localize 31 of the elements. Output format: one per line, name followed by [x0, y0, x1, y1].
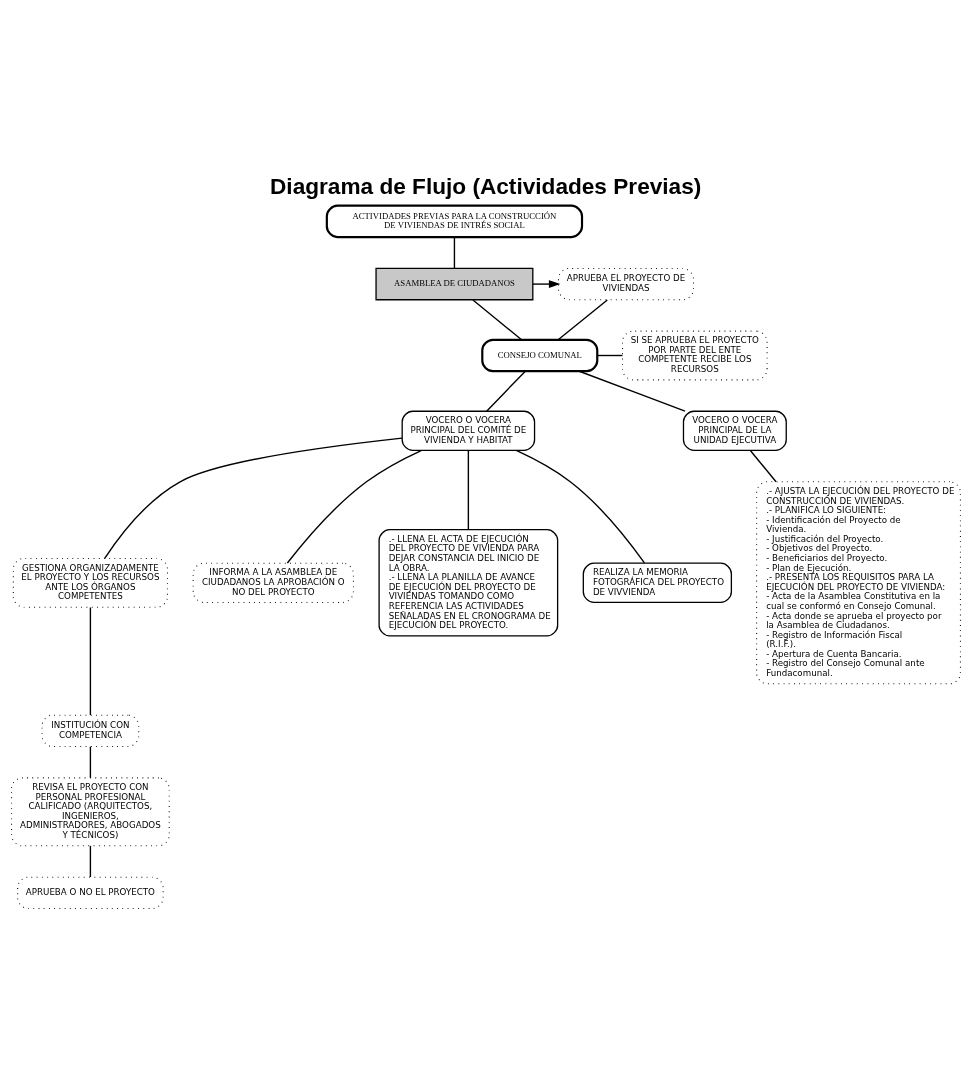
- connector: [104, 436, 403, 559]
- connector: [485, 370, 527, 412]
- node-box: ACTIVIDADES PREVIAS PARA LA CONSTRUCCIÓN DE VIVIENDAS DE INTRÉS SOCIAL: [325, 204, 584, 238]
- connector: [89, 606, 92, 716]
- arrow: [532, 279, 561, 288]
- node-box: REVISA EL PROYECTO CON PERSONAL PROFESIONAL CALIFICADO (ARQUITECTOS, INGENIEROS, ADMINISTRADORES, ABOGADOS Y TÉCNICOS): [11, 776, 170, 846]
- connector: [557, 298, 608, 340]
- node-box: ASAMBLEA DE CIUDADANOS: [375, 267, 534, 300]
- connector: [467, 449, 470, 530]
- node-box: VOCERO O VOCERA PRINCIPAL DEL COMITÉ DE VIVIENDA Y HABITAT: [401, 410, 536, 451]
- node-box: INFORMA A LA ASAMBLEA DE CIUDADANOS LA APROBACIÓN O NO DEL PROYECTO: [192, 562, 354, 603]
- connector: [596, 354, 624, 356]
- node-box: CONSEJO COMUNAL: [481, 338, 599, 372]
- node-box: INSTITUCIÓN CON COMPETENCIA: [41, 714, 140, 747]
- connector: [453, 236, 456, 269]
- connector: [89, 745, 92, 778]
- connector: [286, 449, 422, 564]
- node-box: GESTIONA ORGANIZADAMENTE EL PROYECTO Y LOS RECURSOS ANTE LOS ÓRGANOS COMPETENTES: [12, 557, 168, 608]
- node-box: APRUEBA O NO EL PROYECTO: [17, 876, 164, 909]
- node-box: SI SE APRUEBA EL PROYECTO POR PARTE DEL ENTE COMPETENTE RECIBE LOS RECURSOS: [622, 330, 768, 380]
- node-box: .- LLENA EL ACTA DE EJECUCIÓN DEL PROYECTO DE VIVIENDA PARA DEJAR CONSTANCIA DEL INICIO DE LA OBRA. .- LLENA LA PLANILLA DE AVANCE DE EJECUCIÓN DEL PROYECTO DE VIVIENDAS TOMANDO COMO REFERENCIA LAS ACTIVIDADES SEÑALADAS EN EL CRONOGRAMA DE EJECUCIÓN DEL PROYECTO.: [378, 528, 559, 637]
- connector: [515, 449, 646, 564]
- node-box: APRUEBA EL PROYECTO DE VIVIENDAS: [557, 267, 694, 300]
- diagram-title: Diagrama de Flujo (Actividades Previas): [270, 173, 702, 199]
- connector: [578, 370, 686, 412]
- connector: [749, 449, 777, 482]
- connector: [472, 298, 523, 340]
- connector: [89, 844, 92, 878]
- node-box: VOCERO O VOCERA PRINCIPAL DE LA UNIDAD EJECUTIVA: [682, 410, 787, 451]
- node-box: REALIZA LA MEMORIA FOTOGRÁFICA DEL PROYECTO DE VIVVIENDA: [582, 562, 733, 603]
- node-box: .- AJUSTA LA EJECUCIÓN DEL PROYECTO DE CONSTRUCCIÓN DE VIVIENDAS. .- PLANIFICA LO SIGUIENTE: - Identificación del Proyecto de Vivienda. - Justificación del Proyecto. - Objetivos del Proyecto. - Beneficiarios del Proyecto. - Plan de Ejecución. .- PRESENTA LOS REQUISITOS PARA LA EJECUCIÓN DEL PROYECTO DE VIVIENDA: - Acta de la Asamblea Constitutiva en la cual se conformó en Consejo Comunal. - Acta donde se aprueba el proyecto por la Asamblea de Ciudadanos. - Registro de Información Fiscal (R.I.F.). - Apertura de Cuenta Bancaria. - Registro del Consejo Comunal ante Fundacomunal.: [756, 480, 961, 684]
